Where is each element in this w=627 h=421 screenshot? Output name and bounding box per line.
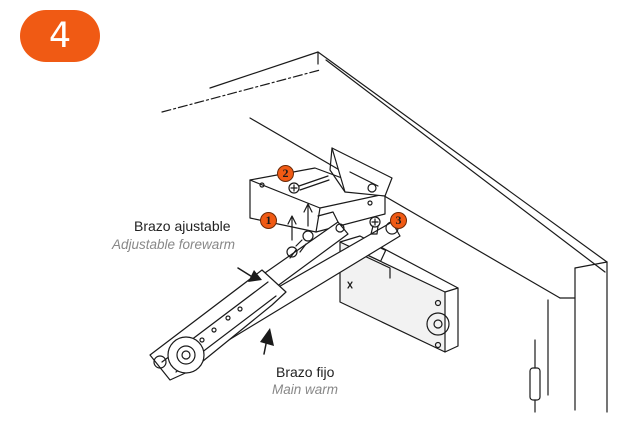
adjustable-arm-label: Brazo ajustable	[134, 218, 231, 234]
ceiling-line	[161, 69, 321, 113]
adjust-screws	[286, 203, 314, 258]
step-number: 4	[48, 16, 72, 56]
callout-2: 2	[277, 165, 294, 182]
screw-2	[288, 175, 330, 194]
closer-body	[339, 235, 459, 353]
main-arm-label-en: Main warm	[272, 382, 339, 397]
step-badge: 4	[20, 10, 100, 62]
pointer-arrows	[237, 267, 274, 355]
screw-3	[369, 216, 381, 235]
upper-bracket	[329, 147, 393, 197]
callout-1: 1	[260, 212, 277, 229]
main-arm-label: Brazo fijo	[276, 364, 335, 380]
callout-3: 3	[390, 212, 407, 229]
adjustable-arm-label-en: Adjustable forewarm	[112, 237, 236, 252]
arm-housing	[149, 269, 287, 381]
door-frame	[209, 51, 608, 413]
